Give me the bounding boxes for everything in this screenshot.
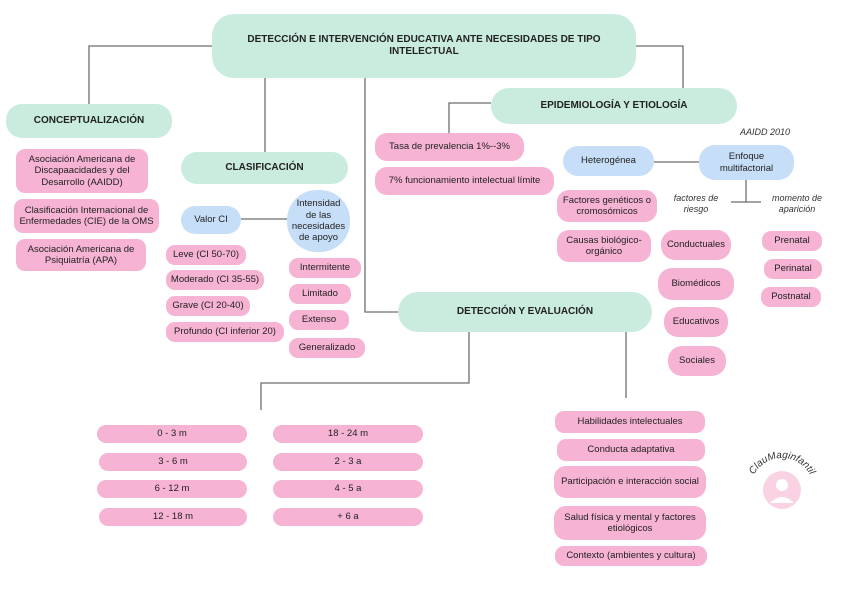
line-title-deteccion	[364, 78, 398, 313]
support-level-generalizado: Generalizado	[289, 338, 365, 358]
causas-biologico: Causas biológico-orgánico	[557, 230, 651, 262]
tasa-label: Tasa de prevalencia 1%--3%	[389, 141, 510, 153]
dimension-contexto: Contexto (ambientes y cultura)	[555, 546, 707, 566]
line-deteccion-ages	[260, 332, 470, 410]
dimension-label: Contexto (ambientes y cultura)	[566, 550, 696, 562]
dimension-habilidades: Habilidades intelectuales	[555, 411, 705, 433]
dimension-label: Salud física y mental y factores etiológ…	[564, 511, 696, 534]
deteccion-node: DETECCIÓN Y EVALUACIÓN	[398, 292, 652, 332]
momento-perinatal: Perinatal	[764, 259, 822, 279]
line-title-epidemiologia	[636, 45, 684, 90]
momento-prenatal: Prenatal	[762, 231, 822, 251]
support-level-label: Limitado	[302, 288, 338, 300]
age-label: 2 - 3 a	[334, 456, 362, 468]
support-level-label: Extenso	[301, 314, 337, 326]
ci-level-moderado: Moderado (CI 35-55)	[166, 270, 264, 290]
dimension-participacion: Participación e interacción social	[554, 466, 706, 498]
factores-geneticos: Factores genéticos o cromosómicos	[557, 190, 657, 222]
support-level-label: Intermitente	[299, 262, 351, 274]
intensidad-label: Intensidad de las necesidades de apoyo	[291, 198, 346, 244]
aaidd-2010-label: AAIDD 2010	[739, 127, 791, 137]
ci-level-grave: Grave (CI 20-40)	[166, 296, 250, 316]
epidemiologia-node: EPIDEMIOLOGÍA Y ETIOLOGÍA	[491, 88, 737, 124]
ci-level-label: Profundo (CI inferior 20)	[174, 326, 276, 338]
riesgo-biomedicos: Biomédicos	[658, 268, 734, 300]
momento-label: Prenatal	[774, 235, 810, 247]
valor-ci-node: Valor CI	[181, 206, 241, 234]
support-level-intermitente: Intermitente	[289, 258, 361, 278]
concept-item-label: Asociación Americana de Discapaacidades …	[28, 153, 136, 188]
age-label: 0 - 3 m	[157, 428, 187, 440]
ci-level-label: Leve (CI 50-70)	[172, 249, 239, 261]
concept-item-cie: Clasificación Internacional de Enfermeda…	[14, 199, 159, 233]
ci-level-label: Grave (CI 20-40)	[172, 300, 244, 312]
ci-level-leve: Leve (CI 50-70)	[166, 245, 246, 265]
deteccion-title: DETECCIÓN Y EVALUACIÓN	[456, 306, 594, 317]
riesgo-label: Sociales	[679, 355, 715, 367]
valor-ci-label: Valor CI	[194, 214, 228, 226]
age-label: + 6 a	[337, 511, 359, 523]
support-level-extenso: Extenso	[289, 310, 349, 330]
age-4-5a: 4 - 5 a	[273, 480, 423, 498]
clasificacion-title: CLASIFICACIÓN	[225, 162, 304, 173]
age-label: 6 - 12 m	[154, 483, 190, 495]
factores-geneticos-label: Factores genéticos o cromosómicos	[562, 194, 652, 217]
age-3-6m: 3 - 6 m	[99, 453, 247, 471]
ci-level-profundo: Profundo (CI inferior 20)	[166, 322, 284, 342]
age-6a: + 6 a	[273, 508, 423, 526]
line-epi-tasa	[448, 102, 491, 133]
age-label: 12 - 18 m	[152, 511, 194, 523]
line-title-conceptualizacion	[88, 45, 212, 104]
heterogenea-node: Heterogénea	[563, 146, 654, 176]
dimension-label: Habilidades intelectuales	[577, 416, 683, 428]
riesgo-educativos: Educativos	[664, 307, 728, 337]
age-0-3m: 0 - 3 m	[97, 425, 247, 443]
support-level-limitado: Limitado	[289, 284, 351, 304]
age-12-18m: 12 - 18 m	[99, 508, 247, 526]
riesgo-conductuales: Conductuales	[661, 230, 731, 260]
ci-level-label: Moderado (CI 35-55)	[170, 274, 260, 286]
age-6-12m: 6 - 12 m	[97, 480, 247, 498]
enfoque-node: Enfoque multifactorial	[699, 145, 794, 180]
momento-label: Postnatal	[771, 291, 811, 303]
funcionamiento-limite: 7% funcionamiento intelectual límite	[375, 167, 554, 195]
factores-riesgo-label: factores de riesgo	[673, 193, 719, 215]
age-label: 4 - 5 a	[334, 483, 362, 495]
clasificacion-node: CLASIFICACIÓN	[181, 152, 348, 184]
dimension-salud: Salud física y mental y factores etiológ…	[554, 506, 706, 540]
riesgo-label: Educativos	[672, 316, 720, 328]
dimension-label: Participación e interacción social	[561, 476, 699, 488]
intensidad-node: Intensidad de las necesidades de apoyo	[287, 190, 350, 252]
claumaginfantil-logo: ClauMaginfantil	[742, 438, 822, 518]
epidemiologia-title: EPIDEMIOLOGÍA Y ETIOLOGÍA	[540, 100, 688, 111]
main-title-node: DETECCIÓN E INTERVENCIÓN EDUCATIVA ANTE …	[212, 14, 636, 78]
momento-label: Perinatal	[774, 263, 812, 275]
concept-item-label: Clasificación Internacional de Enfermeda…	[19, 204, 154, 227]
funcionamiento-label: 7% funcionamiento intelectual límite	[388, 175, 541, 187]
momento-postnatal: Postnatal	[761, 287, 821, 307]
riesgo-label: Conductuales	[666, 239, 726, 251]
age-label: 18 - 24 m	[327, 428, 369, 440]
riesgo-sociales: Sociales	[668, 346, 726, 376]
riesgo-label: Biomédicos	[671, 278, 721, 290]
concept-item-apa: Asociación Americana de Psiquiatría (APA…	[16, 239, 146, 271]
momento-aparicion-label: momento de aparición	[771, 193, 823, 215]
causas-label: Causas biológico-orgánico	[566, 234, 642, 257]
conceptualizacion-title: CONCEPTUALIZACIÓN	[33, 115, 145, 126]
age-label: 3 - 6 m	[158, 456, 188, 468]
age-18-24m: 18 - 24 m	[273, 425, 423, 443]
enfoque-label: Enfoque multifactorial	[719, 151, 774, 174]
concept-item-aaidd: Asociación Americana de Discapaacidades …	[16, 149, 148, 193]
heterogenea-label: Heterogénea	[581, 155, 636, 167]
conceptualizacion-node: CONCEPTUALIZACIÓN	[6, 104, 172, 138]
main-title: DETECCIÓN E INTERVENCIÓN EDUCATIVA ANTE …	[247, 34, 601, 57]
support-level-label: Generalizado	[298, 342, 356, 354]
concept-item-label: Asociación Americana de Psiquiatría (APA…	[27, 243, 135, 266]
tasa-prevalencia: Tasa de prevalencia 1%--3%	[375, 133, 524, 161]
dimension-label: Conducta adaptativa	[587, 444, 675, 456]
age-2-3a: 2 - 3 a	[273, 453, 423, 471]
dimension-conducta: Conducta adaptativa	[557, 439, 705, 461]
